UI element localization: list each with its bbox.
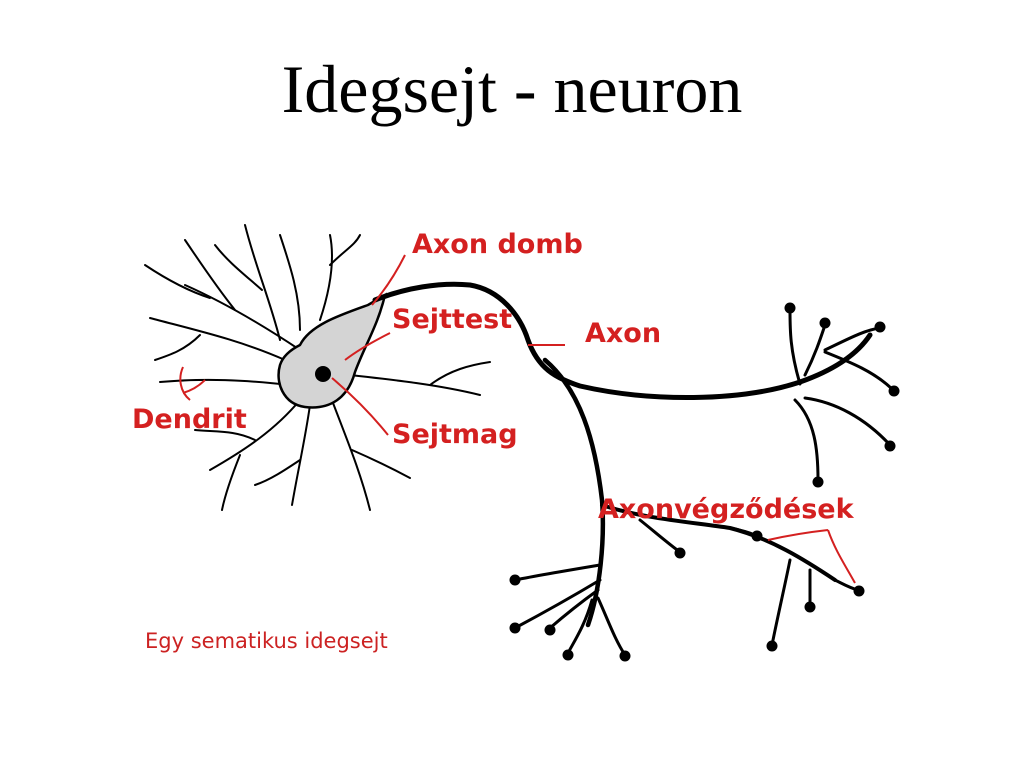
nucleus-shape bbox=[315, 366, 331, 382]
label-axon-terminals: Axonvégződések bbox=[598, 494, 855, 525]
cell-body-shape bbox=[277, 292, 387, 409]
diagram-caption: Egy sematikus idegsejt bbox=[145, 629, 388, 653]
label-leader-lines bbox=[179, 254, 856, 584]
label-dendrite: Dendrit bbox=[132, 404, 247, 435]
label-nucleus: Sejtmag bbox=[392, 419, 518, 450]
axon-terminal-dots bbox=[509, 302, 900, 662]
label-axon: Axon bbox=[585, 318, 661, 349]
slide-title: Idegsejt - neuron bbox=[281, 51, 743, 127]
dendrites bbox=[144, 224, 491, 511]
label-cell-body: Sejttest bbox=[392, 304, 512, 335]
label-axon-hillock: Axon domb bbox=[412, 229, 583, 260]
